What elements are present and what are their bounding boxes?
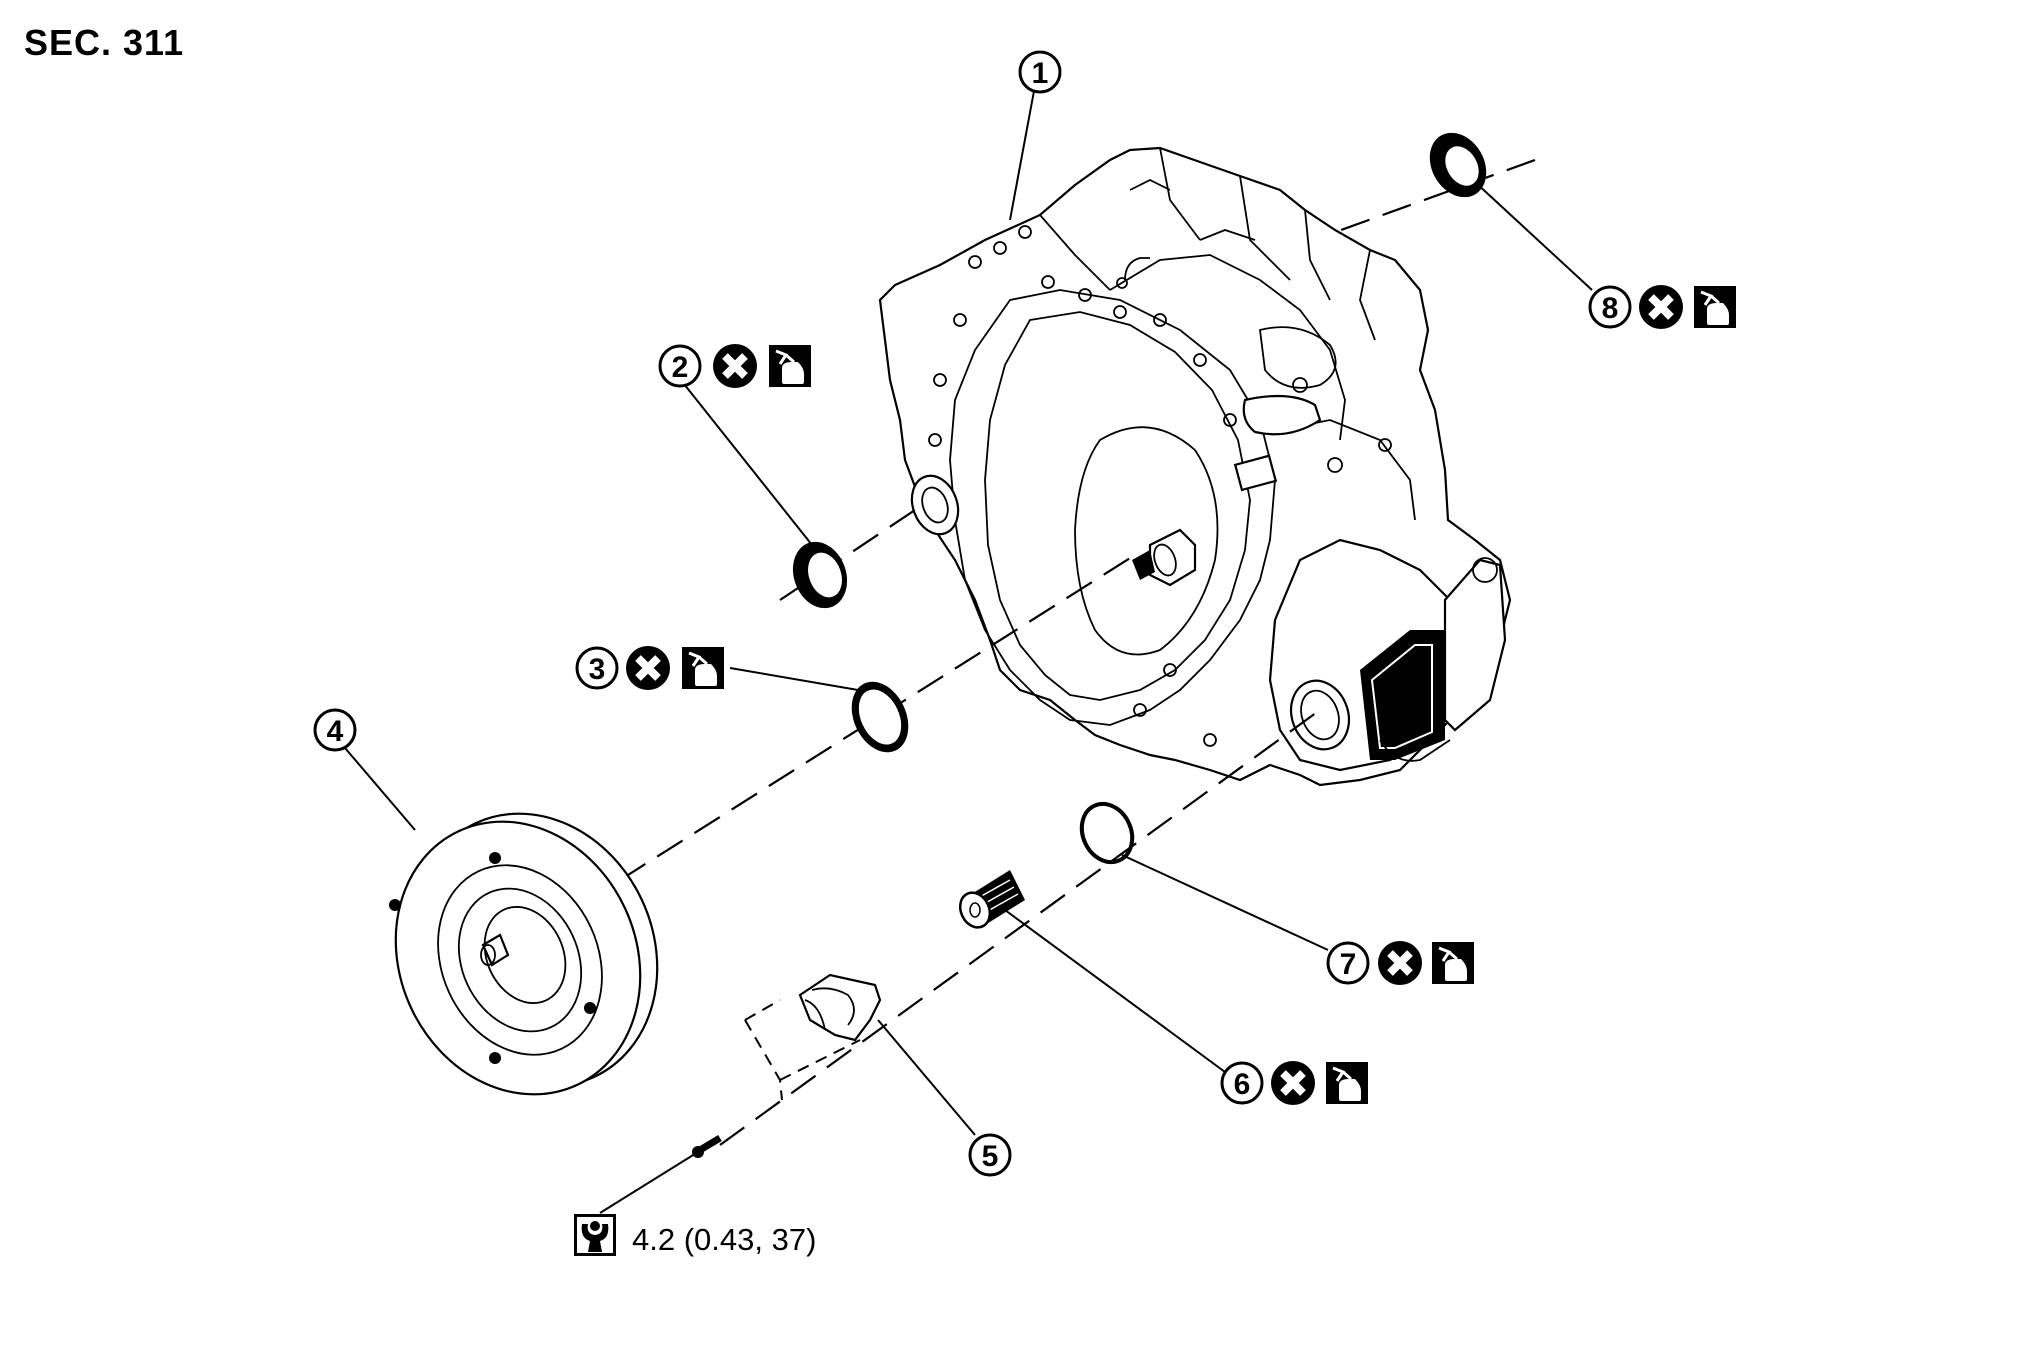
oil-seal-part-8 (1429, 132, 1487, 198)
callout-number: 6 (1234, 1068, 1251, 1101)
oil-seal-part-3 (851, 681, 909, 753)
callout-1: 1 (1018, 50, 1062, 94)
callout-7: 7 (1326, 940, 1476, 986)
callout-number: 5 (982, 1140, 999, 1173)
apply-atf-icon (1324, 1060, 1370, 1106)
filter-part-6 (958, 870, 1025, 929)
callout-8: 8 (1588, 284, 1738, 330)
callout-5: 5 (968, 1133, 1012, 1177)
do-not-reuse-icon (713, 344, 757, 388)
apply-atf-icon (1430, 940, 1476, 986)
o-ring-part-7 (1079, 801, 1135, 865)
callout-number: 3 (589, 653, 606, 686)
do-not-reuse-icon (1271, 1061, 1315, 1105)
apply-atf-icon (1692, 284, 1738, 330)
transaxle-assembly (878, 146, 1512, 787)
apply-atf-icon (767, 343, 813, 389)
torque-spec-value: 4.2 (0.43, 37) (632, 1222, 817, 1257)
callout-2: 2 (658, 343, 813, 389)
callout-number: 7 (1340, 948, 1357, 981)
callout-3: 3 (575, 645, 726, 691)
do-not-reuse-icon (1639, 285, 1683, 329)
callout-6: 6 (1220, 1060, 1370, 1106)
bolt (692, 1134, 722, 1158)
callout-number: 2 (672, 351, 689, 384)
callout-number: 8 (1602, 292, 1619, 325)
torque-converter-part-4 (389, 812, 659, 1096)
callout-number: 4 (327, 715, 344, 748)
do-not-reuse-icon (626, 646, 670, 690)
do-not-reuse-icon (1378, 941, 1422, 985)
apply-atf-icon (680, 645, 726, 691)
section-title: SEC. 311 (24, 22, 185, 63)
leader-lines (344, 90, 1593, 1214)
callout-number: 1 (1032, 57, 1049, 90)
torque-wrench-icon (574, 1214, 616, 1256)
cover-part-5 (744, 973, 882, 1101)
oil-seal-part-2 (792, 541, 848, 609)
callout-4: 4 (313, 708, 357, 752)
